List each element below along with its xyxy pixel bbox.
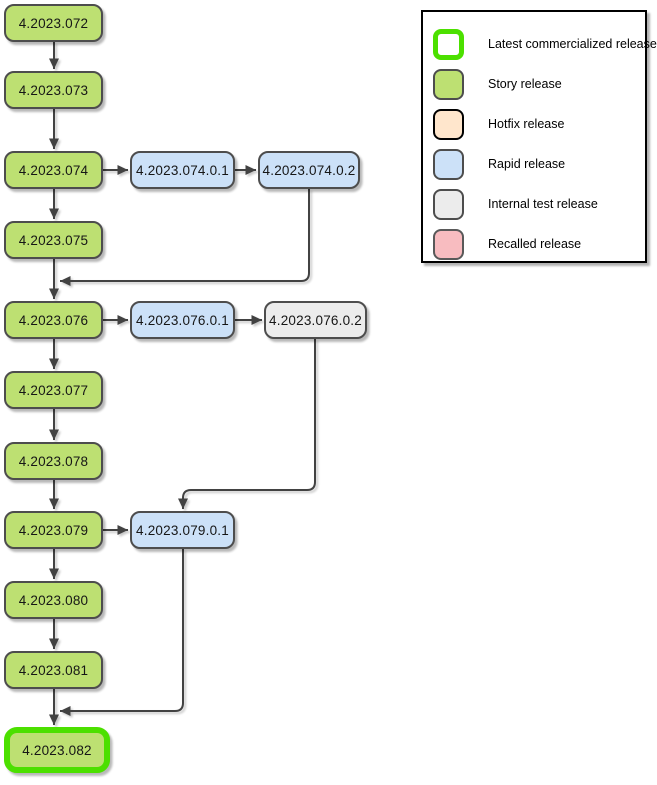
story-release-swatch-icon bbox=[433, 68, 464, 100]
node-4-2023-079-0-1: 4.2023.079.0.1 bbox=[130, 511, 235, 549]
edge-4.2023.079.0.1-to-merge-4.2023.082 bbox=[60, 549, 184, 716]
edge-4.2023.074.0.2-to-merge-4.2023.076 bbox=[60, 189, 310, 286]
node-4-2023-074-0-1: 4.2023.074.0.1 bbox=[130, 151, 235, 189]
node-4-2023-076-0-1: 4.2023.076.0.1 bbox=[130, 301, 235, 339]
legend-label-story: Story release bbox=[488, 77, 562, 91]
legend-label-recalled: Recalled release bbox=[488, 237, 582, 251]
legend-label-rapid: Rapid release bbox=[488, 157, 566, 171]
node-4-2023-076-0-2: 4.2023.076.0.2 bbox=[264, 301, 367, 339]
legend-label-internal: Internal test release bbox=[488, 197, 598, 211]
legend-row-internal: Internal test release bbox=[433, 184, 645, 224]
legend-row-latest: Latest commercialized release bbox=[433, 24, 657, 64]
node-4-2023-074-0-2: 4.2023.074.0.2 bbox=[258, 151, 360, 189]
node-4-2023-072: 4.2023.072 bbox=[4, 4, 103, 42]
node-4-2023-074: 4.2023.074 bbox=[4, 151, 103, 189]
legend-row-hotfix: Hotfix release bbox=[433, 104, 645, 144]
node-4-2023-078: 4.2023.078 bbox=[4, 442, 103, 480]
legend-row-rapid: Rapid release bbox=[433, 144, 645, 184]
latest-release-swatch-icon bbox=[433, 28, 464, 60]
node-4-2023-079: 4.2023.079 bbox=[4, 511, 103, 549]
legend-row-recalled: Recalled release bbox=[433, 224, 645, 264]
node-4-2023-080: 4.2023.080 bbox=[4, 581, 103, 619]
node-4-2023-075: 4.2023.075 bbox=[4, 221, 103, 259]
legend-label-latest: Latest commercialized release bbox=[488, 37, 657, 51]
node-4-2023-076: 4.2023.076 bbox=[4, 301, 103, 339]
hotfix-release-swatch-icon bbox=[433, 108, 464, 140]
legend-row-story: Story release bbox=[433, 64, 645, 104]
internal-release-swatch-icon bbox=[433, 188, 464, 220]
node-4-2023-073: 4.2023.073 bbox=[4, 71, 103, 109]
node-4-2023-082-latest-release: 4.2023.082 bbox=[4, 727, 110, 773]
node-4-2023-077: 4.2023.077 bbox=[4, 371, 103, 409]
rapid-release-swatch-icon bbox=[433, 148, 464, 180]
node-4-2023-081: 4.2023.081 bbox=[4, 651, 103, 689]
edge-4.2023.076.0.2-to-4.2023.079.0.1 bbox=[178, 339, 316, 509]
recalled-release-swatch-icon bbox=[433, 228, 464, 260]
legend-label-hotfix: Hotfix release bbox=[488, 117, 565, 131]
